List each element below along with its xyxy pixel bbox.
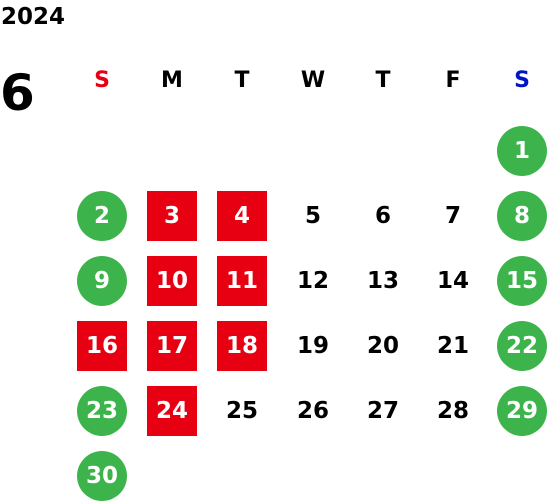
year-label: 2024 — [1, 4, 66, 30]
holiday-day-23: 23 — [77, 386, 127, 436]
holiday-day-9: 9 — [77, 256, 127, 306]
day-19: 19 — [296, 333, 329, 359]
day-5: 5 — [304, 203, 321, 229]
closed-day-3: 3 — [147, 191, 197, 241]
closed-day-16: 16 — [77, 321, 127, 371]
day-26: 26 — [296, 398, 329, 424]
day-14: 14 — [436, 268, 469, 294]
day-7: 7 — [444, 203, 461, 229]
closed-day-10: 10 — [147, 256, 197, 306]
weekday-label-tuesday: T — [234, 68, 250, 93]
weekday-label-thursday: T — [375, 68, 391, 93]
weekday-label-monday: M — [161, 68, 183, 93]
day-12: 12 — [296, 268, 329, 294]
closed-day-17: 17 — [147, 321, 197, 371]
month-label: 6 — [0, 64, 35, 122]
holiday-day-8: 8 — [497, 191, 547, 241]
day-21: 21 — [436, 333, 469, 359]
day-27: 27 — [366, 398, 399, 424]
closed-day-24: 24 — [147, 386, 197, 436]
day-6: 6 — [374, 203, 391, 229]
holiday-day-30: 30 — [77, 451, 127, 501]
weekday-label-sunday: S — [94, 68, 110, 93]
holiday-day-29: 29 — [497, 386, 547, 436]
day-25: 25 — [225, 398, 258, 424]
holiday-day-2: 2 — [77, 191, 127, 241]
day-20: 20 — [366, 333, 399, 359]
closed-day-18: 18 — [217, 321, 267, 371]
closed-day-4: 4 — [217, 191, 267, 241]
holiday-day-15: 15 — [497, 256, 547, 306]
weekday-label-wednesday: W — [300, 68, 326, 93]
closed-day-11: 11 — [217, 256, 267, 306]
day-28: 28 — [436, 398, 469, 424]
weekday-label-saturday: S — [514, 68, 530, 93]
day-13: 13 — [366, 268, 399, 294]
weekday-label-friday: F — [445, 68, 461, 93]
holiday-day-1: 1 — [497, 126, 547, 176]
holiday-day-22: 22 — [497, 321, 547, 371]
